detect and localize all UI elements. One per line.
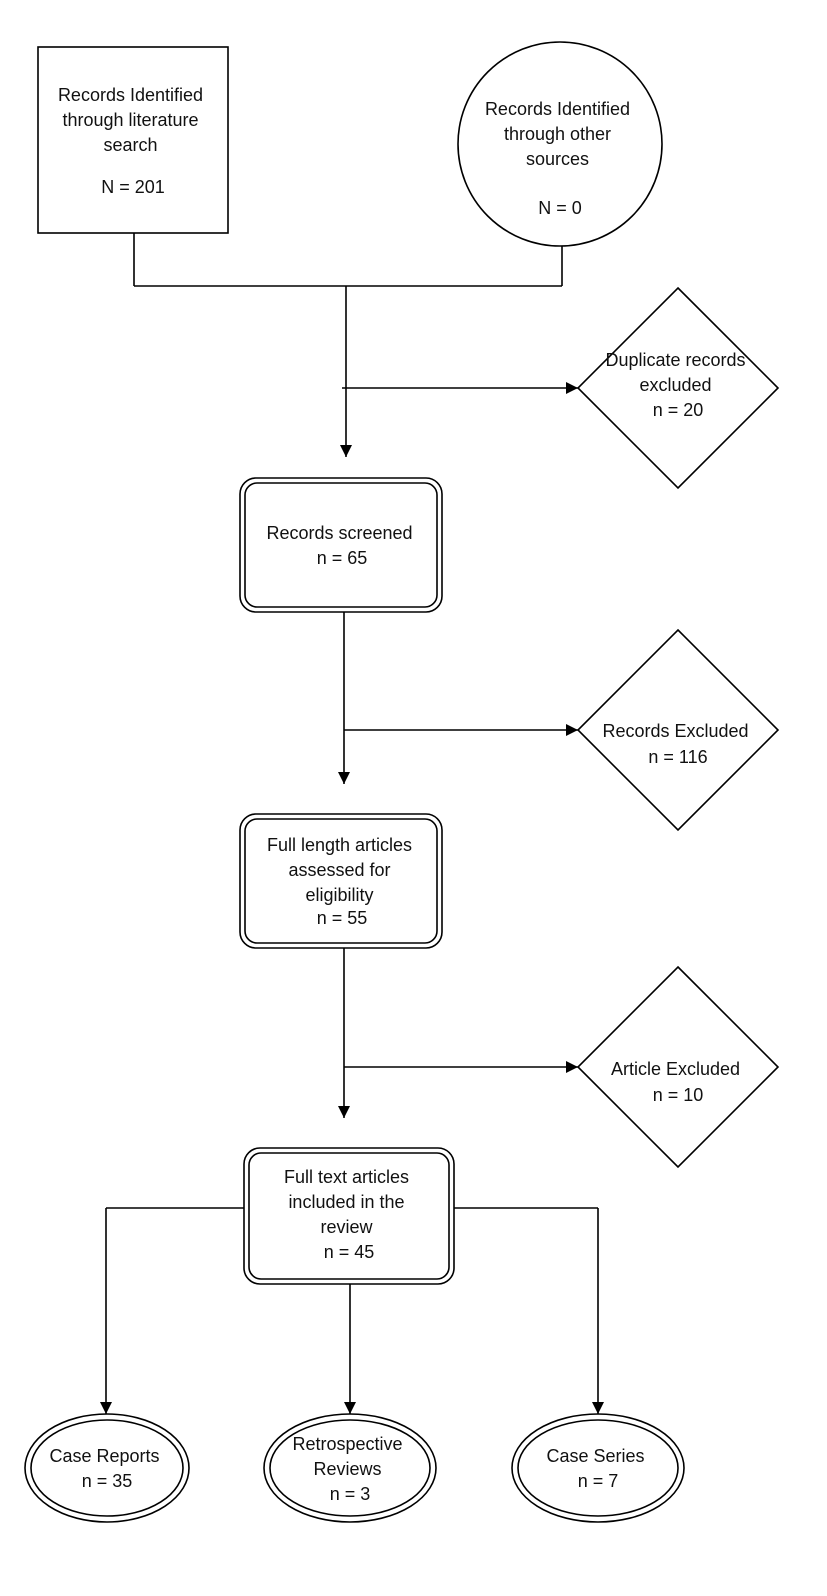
- literature-search-text: Records Identified through literature se…: [58, 85, 208, 197]
- node-duplicates-excluded: Duplicate records excluded n = 20: [576, 286, 780, 490]
- literature-search-box: [37, 46, 229, 234]
- case-series-text: Case Series n = 7: [546, 1446, 649, 1491]
- node-full-text-included: Full text articles included in the revie…: [243, 1147, 455, 1285]
- full-text-included-text: Full text articles included in the revie…: [284, 1167, 414, 1262]
- article-excluded-diamond: [576, 965, 780, 1169]
- duplicates-excluded-text: Duplicate records excluded n = 20: [605, 350, 750, 420]
- case-series-ellipse-inner: [517, 1419, 679, 1517]
- connectors: [100, 233, 604, 1414]
- node-retrospective-reviews: Retrospective Reviews n = 3: [263, 1413, 437, 1523]
- records-excluded-text: Records Excluded n = 116: [602, 721, 753, 767]
- case-reports-text: Case Reports n = 35: [49, 1446, 164, 1491]
- records-screened-box-inner: [244, 482, 438, 608]
- node-case-reports: Case Reports n = 35: [24, 1413, 190, 1523]
- node-records-screened: Records screened n = 65: [239, 477, 443, 613]
- node-article-excluded: Article Excluded n = 10: [576, 965, 780, 1169]
- node-records-excluded: Records Excluded n = 116: [576, 628, 780, 832]
- duplicates-excluded-diamond: [576, 286, 780, 490]
- records-screened-text: Records screened n = 65: [266, 523, 417, 568]
- retrospective-reviews-ellipse-inner: [269, 1419, 431, 1517]
- full-length-assessed-box-inner: [244, 818, 438, 944]
- node-other-sources: Records Identified through other sources…: [457, 41, 663, 247]
- retrospective-reviews-text: Retrospective Reviews n = 3: [292, 1434, 407, 1504]
- records-excluded-diamond: [576, 628, 780, 832]
- node-case-series: Case Series n = 7: [511, 1413, 685, 1523]
- node-literature-search: Records Identified through literature se…: [37, 46, 229, 234]
- case-reports-ellipse-inner: [30, 1419, 184, 1517]
- full-length-assessed-text: Full length articles assessed for eligib…: [267, 835, 417, 928]
- node-full-length-assessed: Full length articles assessed for eligib…: [239, 813, 443, 949]
- other-sources-circle: [457, 41, 663, 247]
- other-sources-text: Records Identified through other sources…: [485, 99, 635, 218]
- full-text-included-box-inner: [248, 1152, 450, 1280]
- article-excluded-text: Article Excluded n = 10: [611, 1059, 745, 1105]
